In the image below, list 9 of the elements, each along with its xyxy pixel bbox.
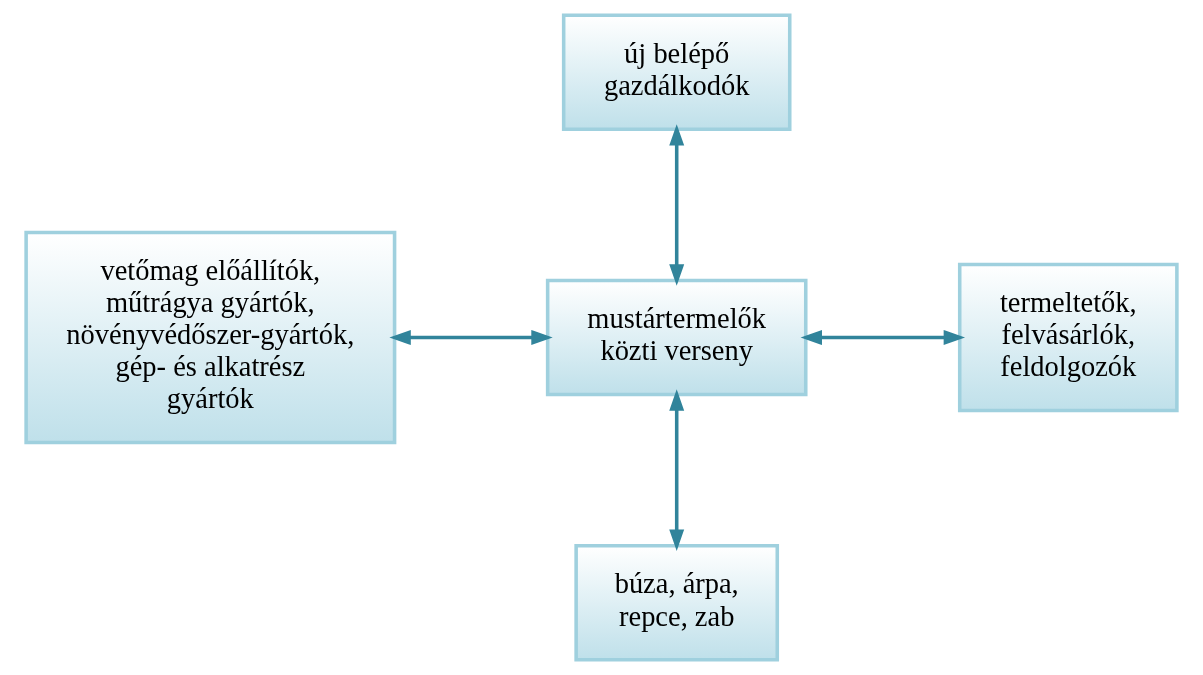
node-box: vetőmag előállítók, műtrágya gyártók, növényvédőszer-gyártók, gép- és alkatrész gyártók: [24, 230, 397, 445]
arrow: [800, 330, 966, 345]
arrow: [389, 330, 553, 345]
node-box: új belépő gazdálkodók: [561, 13, 792, 131]
node-box: mustártermelők közti verseny: [545, 278, 808, 397]
node-box: termeltetők, felvásárlók, feldolgozók: [957, 262, 1179, 413]
node-box: búza, árpa, repce, zab: [574, 544, 780, 662]
arrow: [669, 124, 685, 286]
arrow: [669, 389, 685, 551]
